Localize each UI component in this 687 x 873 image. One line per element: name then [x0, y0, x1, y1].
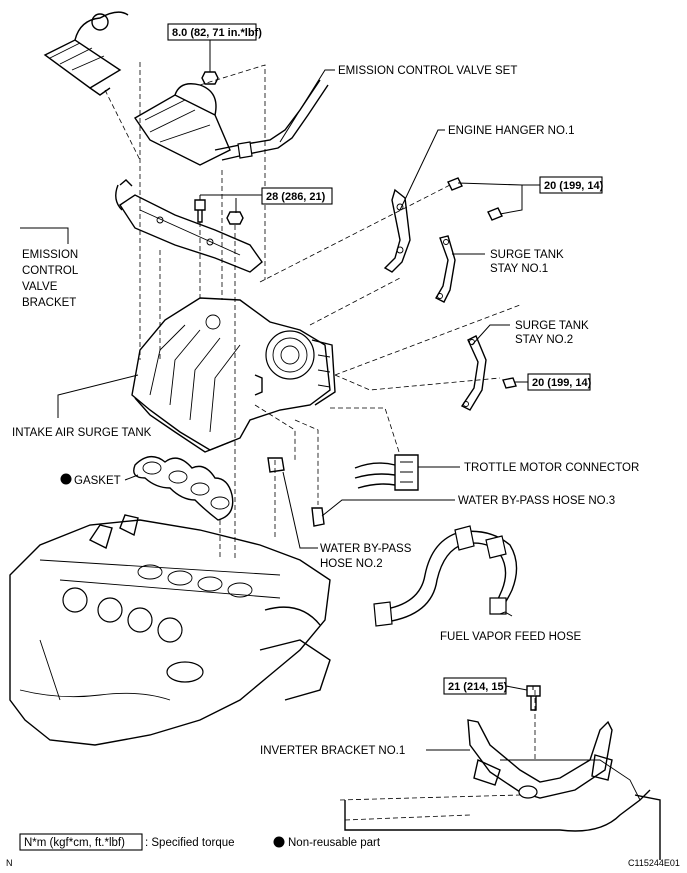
torque-spec-stay2: 20 (199, 14): [527, 373, 592, 391]
inverter-bracket-no1: [339, 719, 661, 860]
legend-torque-units: N*m (kgf*cm, ft.*lbf): [24, 837, 125, 849]
legend-torque-box: [19, 833, 143, 851]
label-bracket-line3: VALVE: [22, 281, 58, 293]
bracket-nut: [226, 211, 244, 225]
legend-nonreusable-icon: [273, 836, 285, 848]
label-inverter-bracket: INVERTER BRACKET NO.1: [260, 745, 405, 757]
label-fuel-vapor-hose: FUEL VAPOR FEED HOSE: [440, 631, 582, 643]
bracket-bolt: [194, 199, 206, 223]
leader-lines: [20, 40, 540, 751]
label-bracket-line4: BRACKET: [22, 297, 76, 309]
label-water-hose2-line2: HOSE NO.2: [320, 558, 383, 570]
torque-value-stay2: 20 (199, 14): [532, 377, 592, 389]
torque-value-inverter: 21 (214, 15): [448, 681, 508, 693]
label-water-hose2-line1: WATER BY-PASS: [320, 543, 412, 555]
engine-hanger-no1: [383, 188, 411, 273]
torque-value-valve-set: 8.0 (82, 71 in.*lbf): [172, 27, 262, 39]
label-surge-tank: INTAKE AIR SURGE TANK: [12, 427, 152, 439]
label-surge-stay1-line2: STAY NO.1: [490, 263, 548, 275]
label-water-hose3: WATER BY-PASS HOSE NO.3: [458, 495, 615, 507]
legend: N*m (kgf*cm, ft.*lbf) : Specified torque…: [19, 833, 381, 851]
gasket: [133, 456, 234, 521]
torque-value-bracket: 28 (286, 21): [266, 191, 326, 203]
torque-spec-inverter: 21 (214, 15): [443, 677, 508, 695]
torque-value-hanger: 20 (199, 14): [544, 180, 604, 192]
emission-control-valve-bracket: [115, 179, 263, 273]
fuel-vapor-feed-hose: [373, 525, 518, 627]
label-surge-stay2-line2: STAY NO.2: [515, 334, 573, 346]
water-bypass-hose-no2: [267, 457, 285, 473]
throttle-motor-connector: [354, 454, 419, 491]
torque-spec-bracket: 28 (286, 21): [261, 187, 333, 205]
torque-spec-hanger: 20 (199, 14): [539, 176, 604, 194]
stay2-bolt: [502, 377, 517, 389]
label-engine-hanger: ENGINE HANGER NO.1: [448, 125, 575, 137]
label-emission-valve-set: EMISSION CONTROL VALVE SET: [338, 65, 517, 77]
inverter-bolt: [526, 685, 541, 711]
surge-tank-stay-no2: [460, 335, 487, 411]
label-bracket-line2: CONTROL: [22, 265, 79, 277]
legend-nonreusable-text: Non-reusable part: [288, 837, 381, 849]
label-throttle-connector: TROTTLE MOTOR CONNECTOR: [464, 462, 639, 474]
valve-set-nut: [201, 71, 219, 85]
label-surge-stay2-line1: SURGE TANK: [515, 320, 589, 332]
engine-block: [9, 514, 331, 746]
label-surge-stay1-line1: SURGE TANK: [490, 249, 564, 261]
water-bypass-hose-no3: [311, 507, 325, 527]
figure-code: C115244E01: [628, 858, 680, 868]
alignment-lines: [104, 62, 536, 760]
label-bracket-line1: EMISSION: [22, 249, 78, 261]
surge-tank-stay-no1: [435, 235, 456, 303]
legend-torque-text: : Specified torque: [145, 837, 235, 849]
torque-spec-valve-set: 8.0 (82, 71 in.*lbf): [167, 23, 262, 41]
label-gasket: GASKET: [74, 475, 121, 487]
intake-air-surge-tank: [131, 297, 336, 453]
nonreusable-mark-icon: [60, 473, 72, 485]
footer-mark: N: [6, 858, 13, 868]
hanger-bolts: [447, 177, 503, 221]
